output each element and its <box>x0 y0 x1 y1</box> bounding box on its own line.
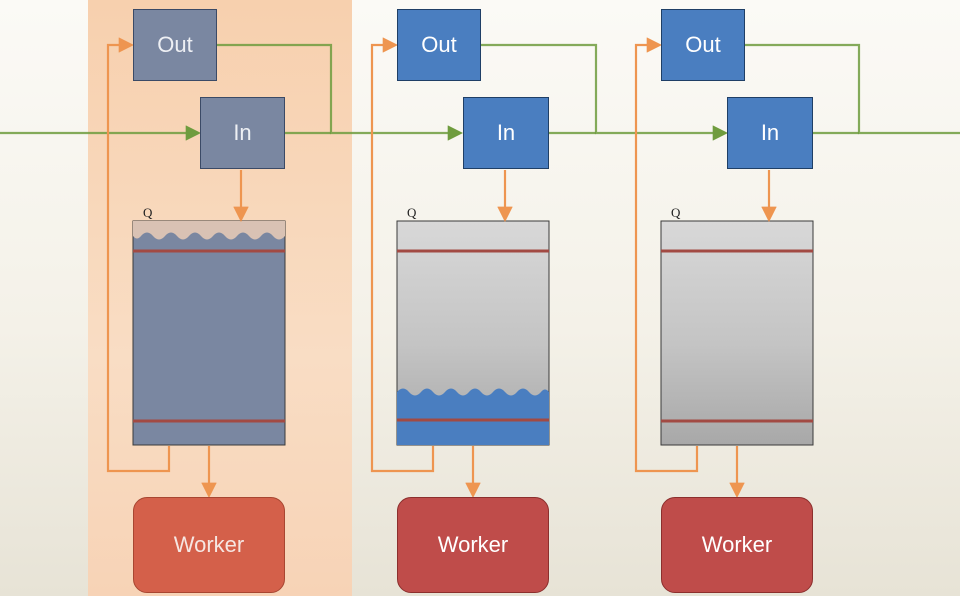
arrow-feedback-2 <box>634 37 699 473</box>
data-bus <box>0 43 960 141</box>
queue-2 <box>660 220 814 446</box>
bus-line-out-1 <box>481 43 729 141</box>
worker-box-0: Worker <box>133 497 285 593</box>
worker-box-1: Worker <box>397 497 549 593</box>
bus-line-out-0 <box>217 43 464 141</box>
out-box-2: Out <box>661 9 745 81</box>
queue-label-0: Q <box>143 205 153 220</box>
in-box-0: In <box>200 97 285 169</box>
control-arrows <box>106 37 777 499</box>
out-box-1: Out <box>397 9 481 81</box>
in-box-2: In <box>727 97 813 169</box>
worker-box-2: Worker <box>661 497 813 593</box>
bus-line-out-2 <box>745 43 960 135</box>
queue-0 <box>132 220 286 446</box>
queue-1 <box>396 220 550 446</box>
in-box-1: In <box>463 97 549 169</box>
queue-label-2: Q <box>671 205 681 220</box>
out-box-0: Out <box>133 9 217 81</box>
arrow-feedback-0 <box>106 37 171 473</box>
queue-label-1: Q <box>407 205 417 220</box>
arrow-feedback-1 <box>370 37 435 473</box>
